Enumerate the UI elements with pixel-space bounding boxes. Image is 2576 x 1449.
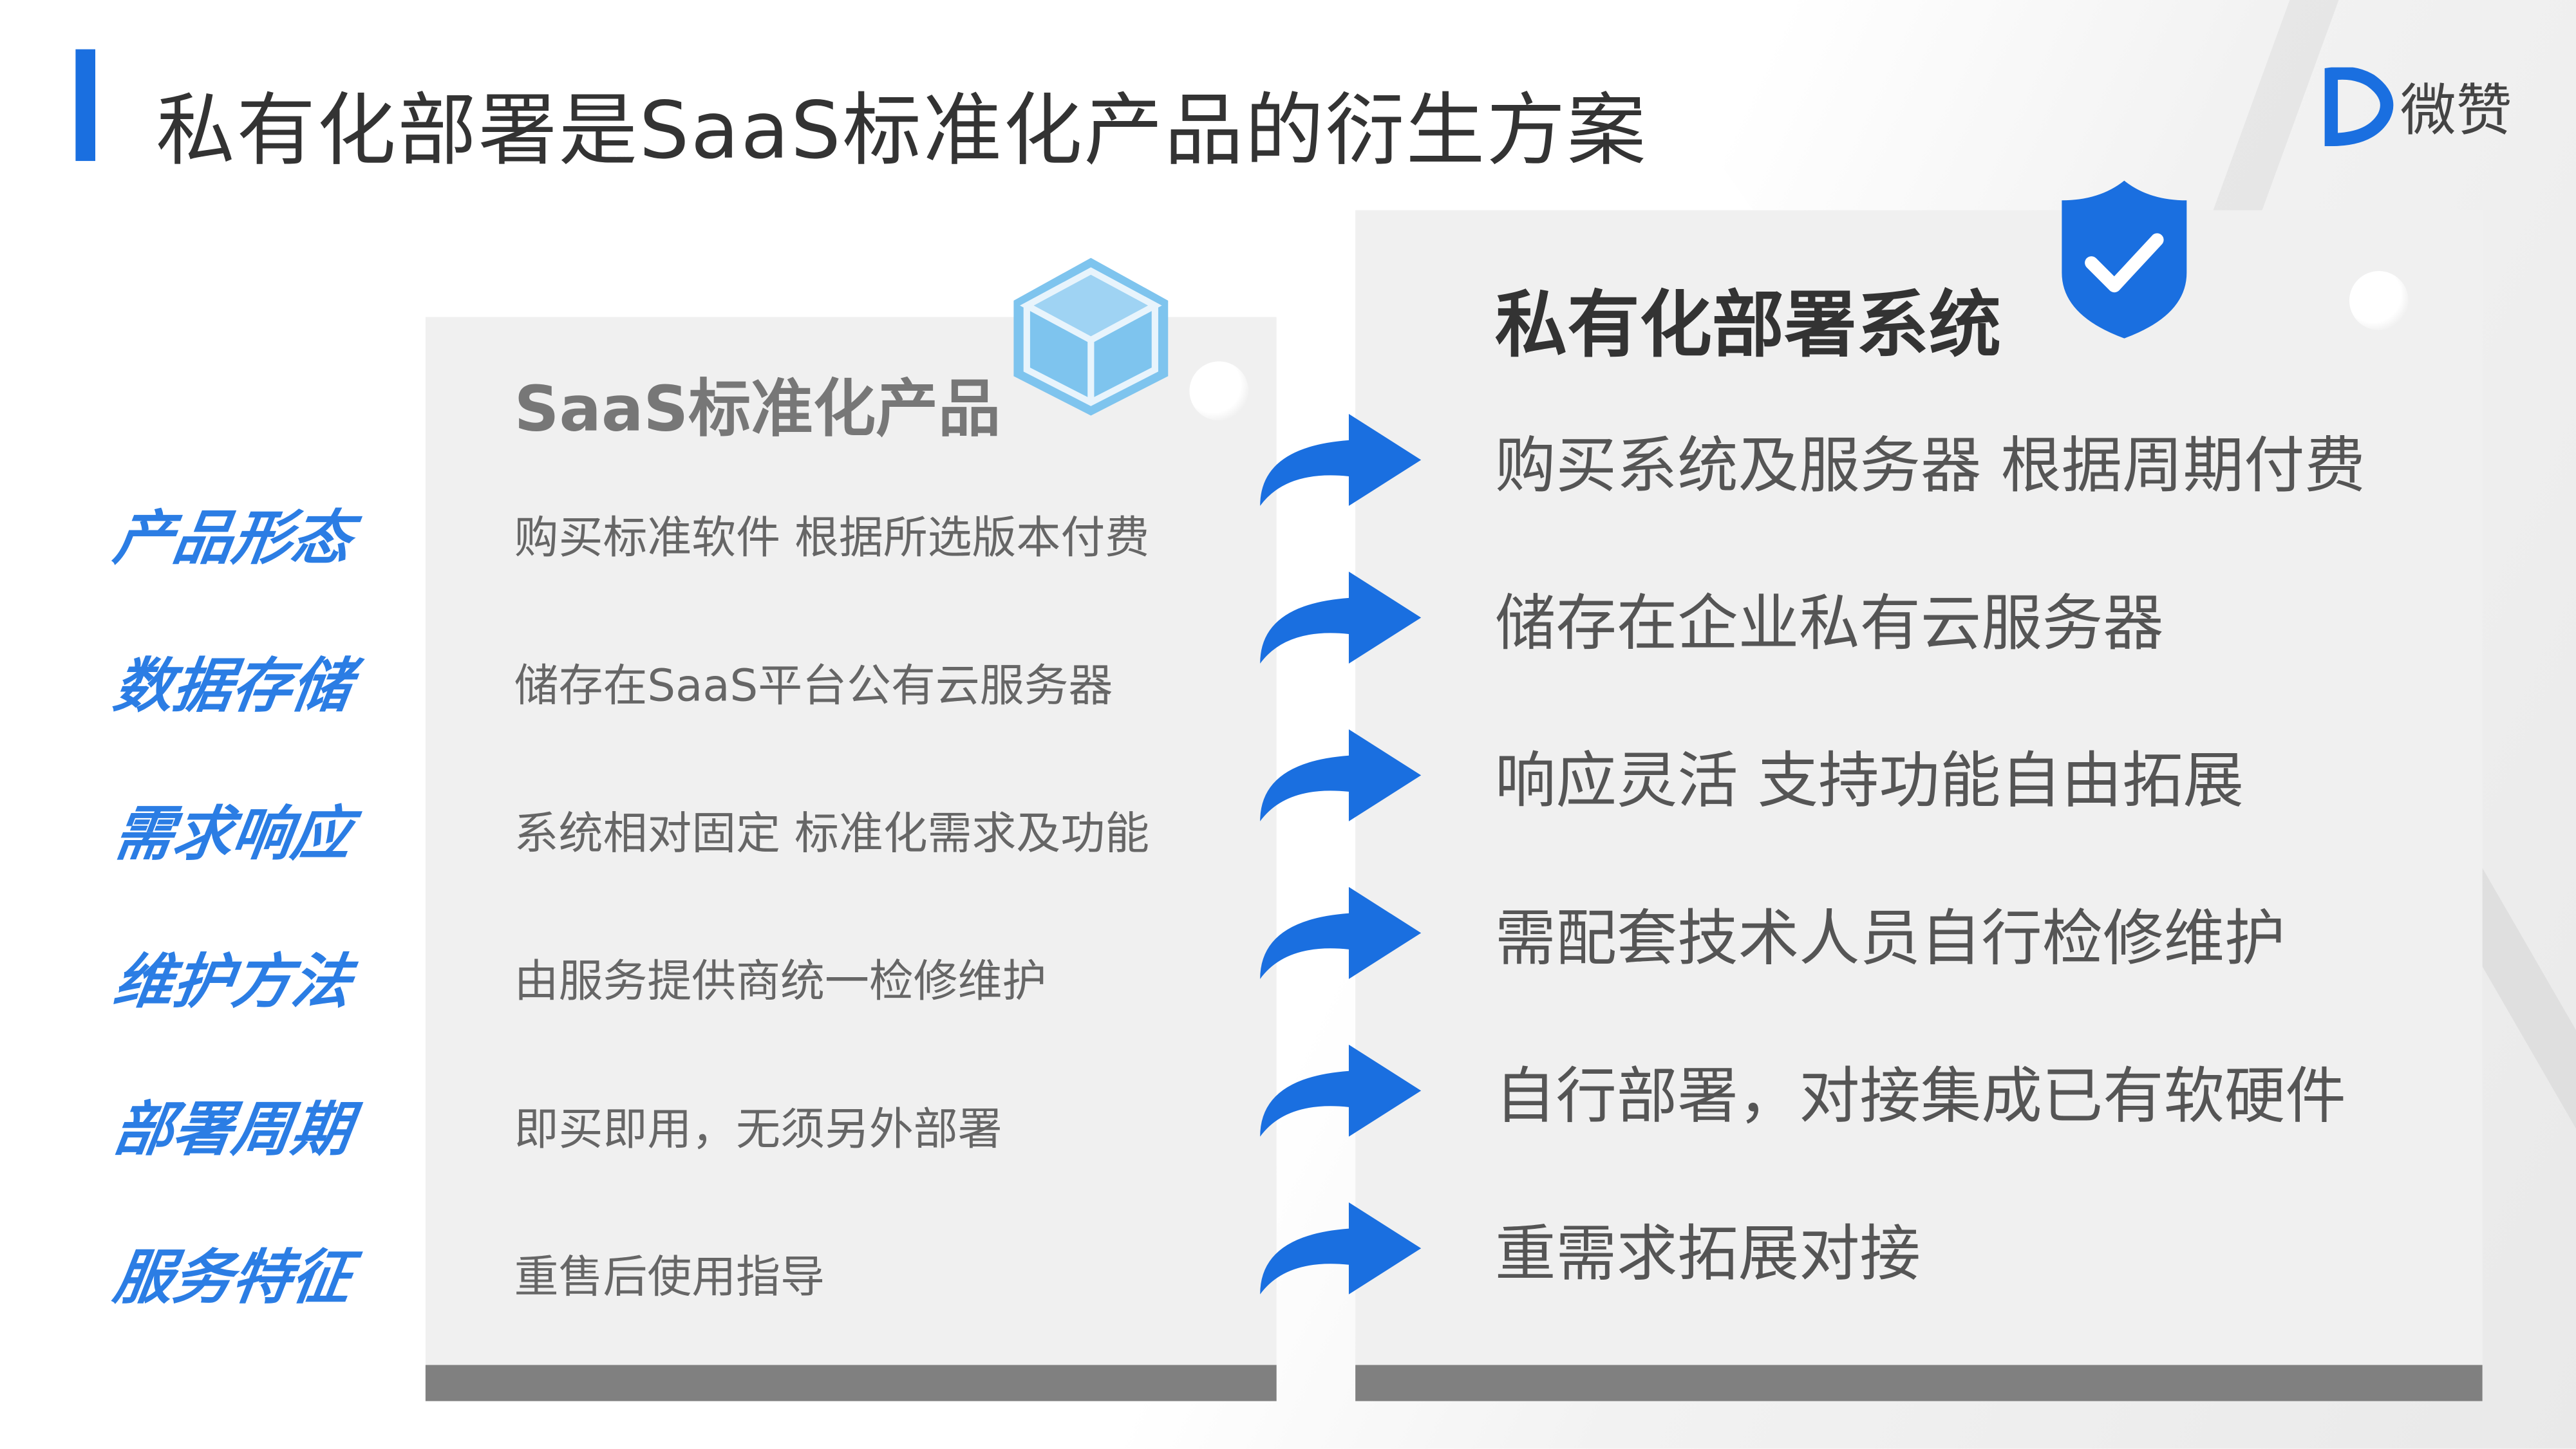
logo: 微赞 — [2322, 66, 2512, 146]
decorative-circle — [1189, 361, 1249, 421]
logo-text: 微赞 — [2400, 79, 2512, 145]
saas-card-title: SaaS标准化产品 — [514, 373, 1001, 445]
category-label: 产品形态 — [109, 505, 356, 574]
private-item: 需配套技术人员自行检修维护 — [1495, 903, 2286, 975]
saas-item: 储存在SaaS平台公有云服务器 — [514, 661, 1113, 713]
saas-item: 即买即用，无须另外部署 — [514, 1105, 1002, 1156]
category-label: 部署周期 — [109, 1097, 356, 1165]
private-item: 自行部署，对接集成已有软硬件 — [1495, 1061, 2346, 1132]
private-item: 重需求拓展对接 — [1495, 1219, 1921, 1290]
curved-arrow-icon — [1260, 414, 1422, 506]
saas-card — [425, 317, 1277, 1401]
saas-item: 系统相对固定 标准化需求及功能 — [514, 809, 1150, 860]
card-footer-bar — [425, 1365, 1277, 1401]
private-card-title: 私有化部署系统 — [1495, 284, 2001, 368]
box-icon — [1013, 257, 1169, 416]
category-label: 数据存储 — [109, 653, 356, 722]
category-label: 维护方法 — [109, 949, 356, 1017]
private-item: 响应灵活 支持功能自由拓展 — [1495, 745, 2244, 817]
category-label: 服务特征 — [109, 1245, 356, 1313]
private-item: 储存在企业私有云服务器 — [1495, 588, 2164, 659]
page-title: 私有化部署是SaaS标准化产品的衍生方案 — [156, 85, 1648, 178]
private-card — [1355, 210, 2483, 1401]
title-accent-bar — [75, 49, 95, 162]
curved-arrow-icon — [1260, 886, 1422, 979]
saas-item: 购买标准软件 根据所选版本付费 — [514, 513, 1150, 565]
curved-arrow-icon — [1260, 1202, 1422, 1295]
logo-play-icon — [2324, 66, 2394, 145]
card-footer-bar — [1355, 1365, 2483, 1401]
curved-arrow-icon — [1260, 571, 1422, 664]
private-item: 购买系统及服务器 根据周期付费 — [1495, 430, 2365, 501]
curved-arrow-icon — [1260, 1044, 1422, 1137]
shield-check-icon — [2062, 180, 2187, 339]
saas-item: 重售后使用指导 — [514, 1252, 825, 1304]
category-label: 需求响应 — [109, 801, 356, 869]
decorative-circle — [2349, 271, 2409, 330]
saas-item: 由服务提供商统一检修维护 — [514, 957, 1047, 1008]
curved-arrow-icon — [1260, 729, 1422, 821]
